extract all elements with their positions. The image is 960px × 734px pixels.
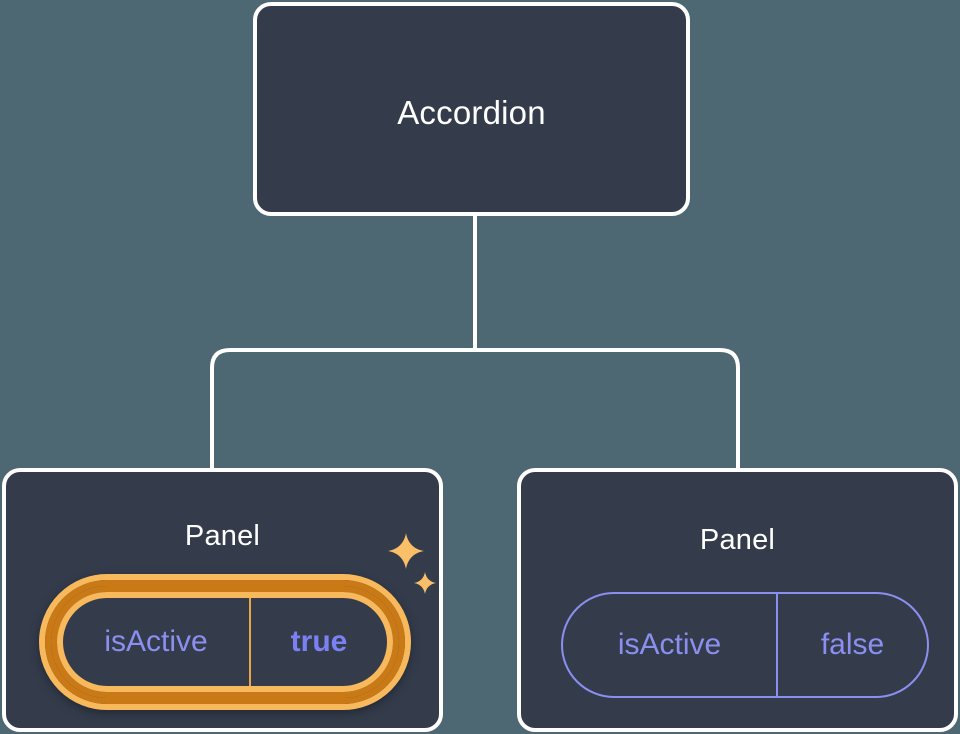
prop-pill-ring-inner bbox=[51, 586, 399, 698]
node-label-accordion: Accordion bbox=[397, 94, 546, 131]
prop-pill-core: isActive true bbox=[57, 592, 393, 692]
prop-pill-glow-wrapper: isActive true bbox=[39, 574, 411, 710]
node-label-panel-active: Panel bbox=[184, 520, 261, 552]
tree-node-panel-inactive[interactable]: Panel isActive false bbox=[517, 468, 958, 732]
tree-node-accordion[interactable]: Accordion bbox=[253, 2, 690, 216]
prop-value-true: true bbox=[290, 625, 348, 658]
tree-node-panel-active[interactable]: Panel isActive true bbox=[2, 468, 443, 732]
prop-value-false: false bbox=[820, 628, 885, 661]
prop-key-isactive: isActive bbox=[563, 594, 778, 696]
connector-branch-left bbox=[210, 348, 475, 470]
prop-pill-isactive-false[interactable]: isActive false bbox=[561, 592, 929, 698]
prop-pill-isactive-true[interactable]: isActive true bbox=[39, 574, 411, 710]
prop-key-isactive: isActive bbox=[63, 598, 251, 686]
connector-branch-right bbox=[475, 348, 740, 470]
node-label-panel-inactive: Panel bbox=[699, 524, 776, 556]
